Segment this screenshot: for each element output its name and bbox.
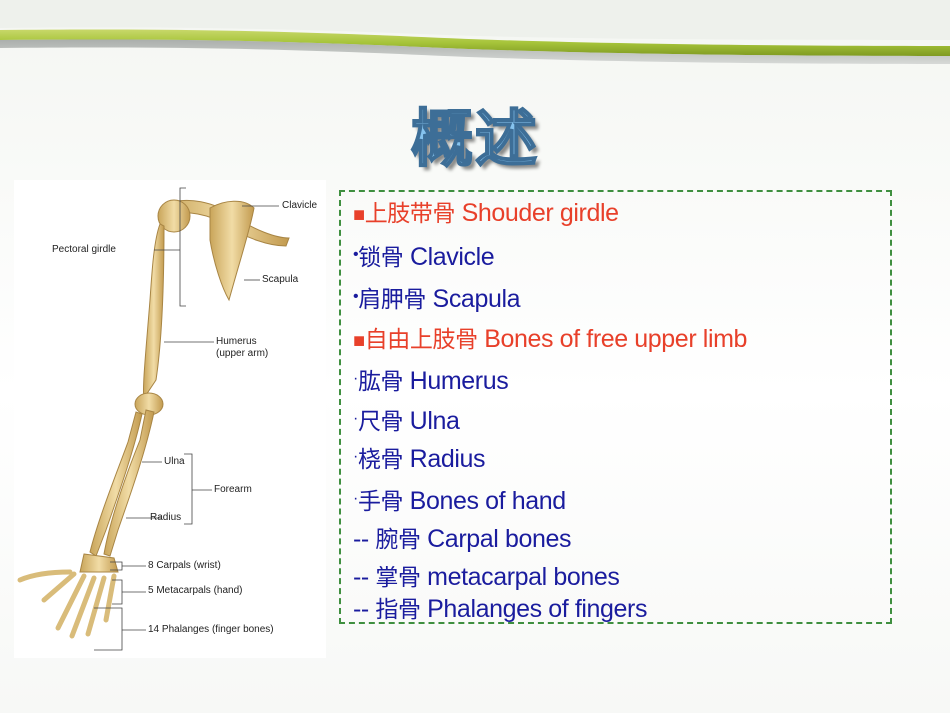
label-radius: Radius	[150, 512, 182, 523]
item-zh: 指骨	[375, 597, 421, 623]
dot-bullet-icon: ·	[353, 410, 358, 427]
item-zh: 桡骨	[357, 447, 404, 473]
list-item-phalanges: -- 指骨 Phalanges of fingers	[353, 594, 647, 625]
label-carpals: 8 Carpals (wrist)	[148, 560, 221, 571]
dot-bullet-icon: ·	[353, 370, 358, 387]
label-ulna: Ulna	[164, 456, 185, 467]
dot-bullet-icon: •	[353, 288, 359, 305]
item-zh: 掌骨	[375, 565, 421, 591]
item-zh: 上肢带骨	[364, 201, 456, 227]
dash-bullet: --	[353, 525, 376, 553]
item-en: Humerus	[403, 367, 509, 395]
list-item-humerus: ·肱骨 Humerus	[353, 364, 509, 397]
dot-bullet-icon: •	[353, 246, 359, 263]
list-item-ulna: ·尺骨 Ulna	[353, 404, 460, 437]
square-bullet-icon: ■	[353, 204, 365, 226]
list-item-free-upper-limb: ■自由上肢骨 Bones of free upper limb	[353, 324, 747, 356]
item-en: metacarpal bones	[420, 563, 620, 591]
item-zh: 腕骨	[375, 527, 421, 553]
item-en: Radius	[403, 445, 486, 473]
arm-skeleton-illustration	[17, 187, 290, 651]
list-item-metacarpal-bones: -- 掌骨 metacarpal bones	[353, 562, 620, 593]
item-en: Bones of free upper limb	[477, 325, 748, 353]
item-en: Carpal bones	[420, 525, 572, 553]
item-zh: 锁骨	[358, 245, 404, 271]
label-upper-arm: (upper arm)	[216, 348, 269, 359]
label-humerus: Humerus	[216, 336, 257, 347]
item-en: Clavicle	[403, 243, 495, 271]
label-pectoral-girdle: Pectoral girdle	[52, 244, 116, 255]
item-zh: 尺骨	[357, 409, 404, 435]
dot-bullet-icon: ·	[353, 448, 358, 465]
dot-bullet-icon: ·	[353, 490, 358, 507]
label-forearm: Forearm	[214, 484, 252, 495]
label-phalanges: 14 Phalanges (finger bones)	[148, 624, 274, 635]
list-item-bones-of-hand: ·手骨 Bones of hand	[353, 484, 566, 517]
list-item-carpal-bones: -- 腕骨 Carpal bones	[353, 524, 571, 555]
item-en: Bones of hand	[403, 487, 566, 515]
item-en: Shouder girdle	[455, 199, 619, 227]
label-scapula: Scapula	[262, 274, 299, 285]
item-zh: 手骨	[357, 489, 404, 515]
list-item-shoulder-girdle: ■上肢带骨 Shouder girdle	[353, 198, 619, 230]
dash-bullet: --	[353, 563, 376, 591]
square-bullet-icon: ■	[353, 330, 365, 352]
label-metacarpals: 5 Metacarpals (hand)	[148, 585, 243, 596]
item-zh: 肱骨	[357, 369, 404, 395]
item-en: Scapula	[426, 285, 521, 313]
list-item-clavicle: •锁骨 Clavicle	[353, 240, 495, 273]
list-item-radius: ·桡骨 Radius	[353, 442, 486, 475]
item-zh: 肩胛骨	[358, 287, 427, 313]
item-zh: 自由上肢骨	[364, 327, 478, 353]
item-en: Ulna	[403, 407, 460, 435]
dash-bullet: --	[353, 595, 376, 623]
label-clavicle: Clavicle	[282, 200, 318, 211]
arm-skeleton-figure: Clavicle Pectoral girdle Scapula Humerus…	[14, 180, 326, 658]
page-title: 概述	[410, 101, 539, 176]
list-item-scapula: •肩胛骨 Scapula	[353, 282, 521, 315]
content-box: ■上肢带骨 Shouder girdle •锁骨 Clavicle •肩胛骨 S…	[339, 190, 892, 624]
item-en: Phalanges of fingers	[420, 595, 648, 623]
header-decoration	[0, 0, 950, 80]
